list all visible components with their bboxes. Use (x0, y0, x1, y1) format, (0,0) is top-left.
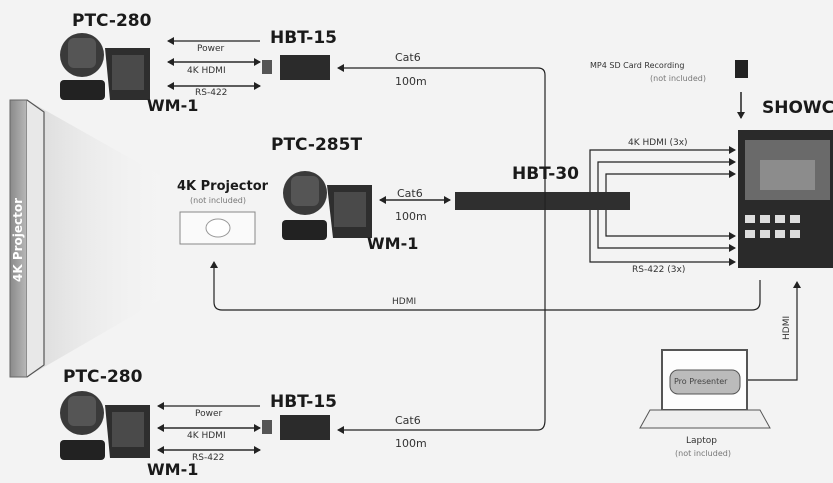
hbt30-outputs (589, 146, 736, 266)
label-hbt30: HBT-30 (512, 164, 579, 184)
label-len-bottom: 100m (395, 437, 427, 450)
label-ptc280-top: PTC-280 (72, 11, 152, 31)
bottom-camera-links (157, 370, 546, 454)
ptz-camera-top (60, 33, 150, 100)
label-rs422-bottom: RS-422 (192, 453, 225, 463)
label-cat6-bottom: Cat6 (395, 414, 421, 427)
showcase-switcher (738, 130, 833, 268)
label-laptop-note: (not included) (675, 449, 731, 458)
hbt15-bottom-port (262, 420, 272, 434)
label-ptc285t: PTC-285T (271, 135, 363, 155)
label-len-top: 100m (395, 75, 427, 88)
label-wm1-top: WM-1 (147, 96, 199, 115)
label-rs422-3x: RS-422 (3x) (632, 265, 686, 275)
label-laptop: Laptop (686, 436, 717, 446)
label-ptc280-bottom: PTC-280 (63, 367, 143, 387)
label-sd-card: MP4 SD Card Recording (590, 61, 685, 70)
label-laptop-screen: Pro Presenter (674, 377, 728, 386)
ptz-camera-middle (282, 171, 372, 240)
label-hdmi-bottom: 4K HDMI (187, 431, 226, 441)
label-power-bottom: Power (195, 409, 223, 419)
label-projector-note: (not included) (190, 196, 246, 205)
projector-box (179, 211, 256, 245)
label-hdmi-3x: 4K HDMI (3x) (628, 138, 688, 148)
label-cat6-top: Cat6 (395, 51, 421, 64)
label-wm1-bottom: WM-1 (147, 460, 199, 479)
hdmi-laptop-line (748, 281, 801, 381)
label-power-top: Power (197, 44, 225, 54)
label-cat6-mid: Cat6 (397, 187, 423, 200)
hbt15-top-port (262, 60, 272, 74)
label-rs422-top: RS-422 (195, 88, 228, 98)
laptop-icon (639, 349, 771, 429)
label-projector-screen: 4K Projector (11, 197, 25, 282)
ptz-camera-bottom (60, 391, 150, 460)
hbt15-bottom-box (280, 415, 330, 440)
label-sd-note: (not included) (650, 74, 706, 83)
label-len-mid: 100m (395, 210, 427, 223)
label-wm1-mid: WM-1 (367, 234, 419, 253)
hdmi-projector-line (210, 261, 761, 311)
label-projector: 4K Projector (177, 179, 269, 194)
hbt15-top-box (280, 55, 330, 80)
label-hdmi-top: 4K HDMI (187, 66, 226, 76)
label-hbt15-bottom: HBT-15 (270, 392, 337, 412)
label-hdmi-laptop: HDMI (782, 315, 792, 340)
top-camera-links (167, 37, 546, 370)
projector-screen (9, 99, 160, 378)
sd-card-icon (735, 60, 748, 78)
hbt30-box (455, 192, 630, 210)
label-hdmi-projector: HDMI (392, 297, 417, 307)
label-showcase: SHOWC (762, 98, 833, 118)
label-hbt15-top: HBT-15 (270, 28, 337, 48)
